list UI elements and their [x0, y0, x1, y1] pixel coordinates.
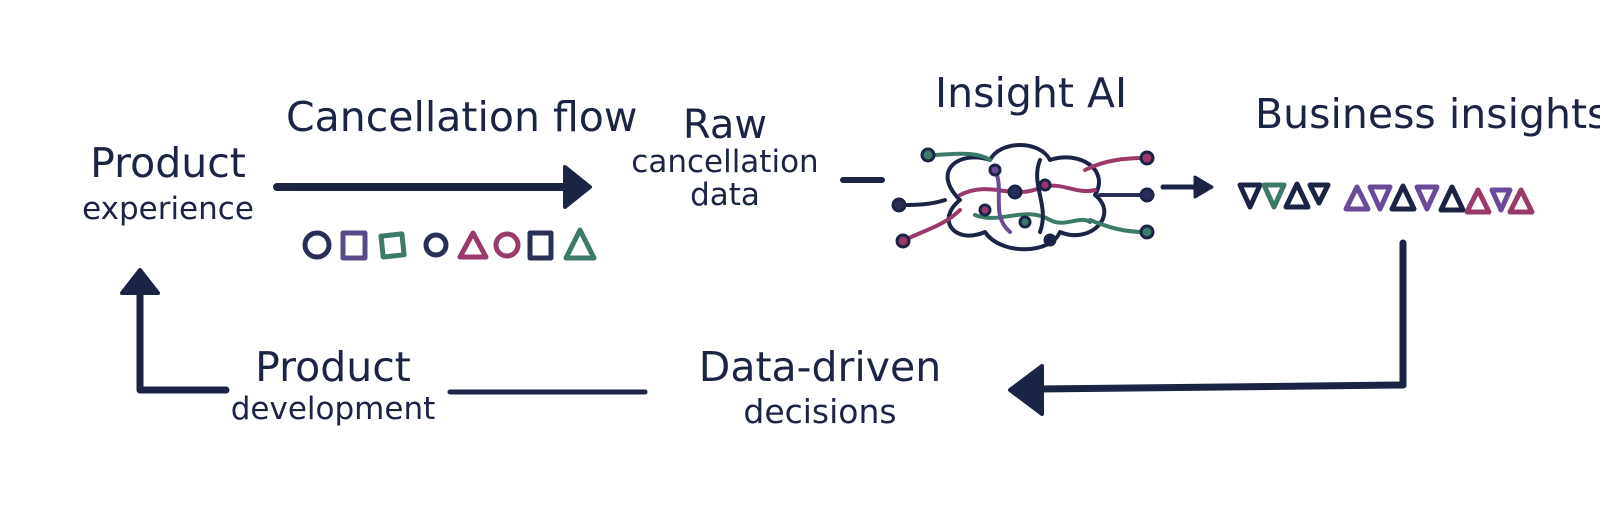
product-development-line-2: development [230, 391, 436, 428]
raw-data-line-1: Raw [682, 102, 768, 148]
data-driven-line-2: decisions [743, 392, 897, 432]
development-to-experience-arrow [120, 268, 230, 394]
product-experience-subtitle: experience [82, 191, 254, 228]
product-experience-label: Product experience [68, 139, 268, 228]
ai-to-insights-arrow [1160, 175, 1214, 199]
cancellation-flow-arrow [273, 165, 592, 209]
data-driven-decisions-label: Data-driven decisions [690, 343, 950, 432]
product-experience-title: Product [90, 139, 246, 187]
raw-data-line-2: cancellation [631, 144, 819, 180]
business-insight-triangles [1237, 181, 1535, 215]
product-development-label: Product development [228, 343, 438, 428]
insights-to-decisions-arrow [1008, 364, 1407, 416]
product-development-line-1: Product [255, 343, 411, 391]
data-driven-line-1: Data-driven [698, 343, 942, 391]
cancellation-flow-label: Cancellation flow [286, 93, 638, 141]
business-insights-label: Business insights [1255, 90, 1600, 138]
insight-ai-nodes [891, 147, 1155, 249]
insight-ai-label: Insight AI [935, 69, 1128, 117]
insight-ai-network-icon [898, 143, 1147, 252]
cancellation-event-shapes [302, 227, 597, 261]
raw-cancellation-data-label: Raw cancellation data [620, 104, 830, 211]
raw-data-line-3: data [690, 176, 760, 213]
